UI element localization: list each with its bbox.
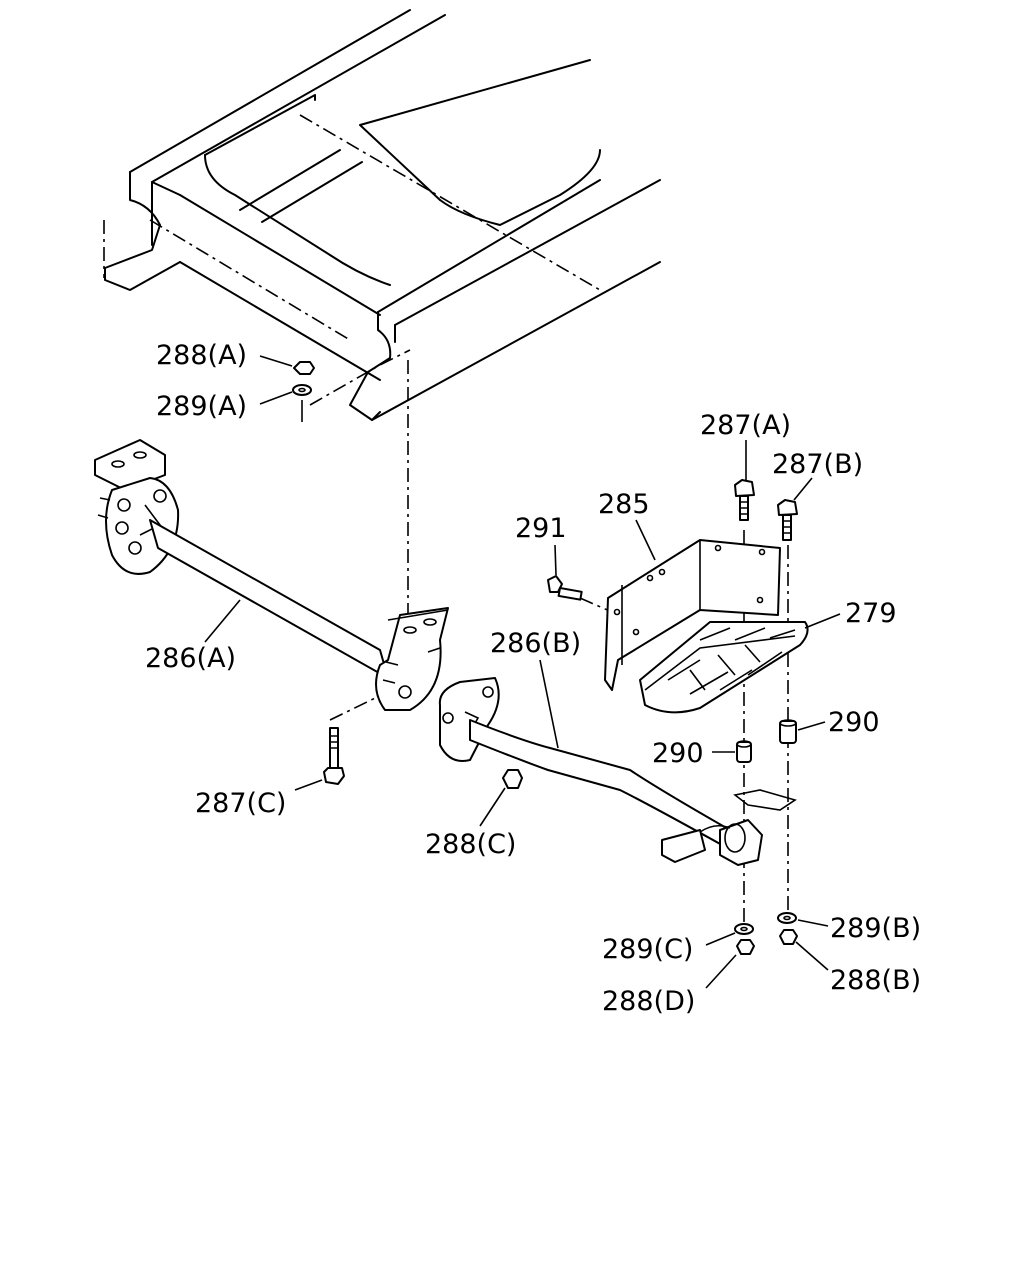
step-bracket-286a [94,439,449,711]
leader-lines [204,355,841,989]
label-289b: 289(B) [830,913,921,944]
nut-288b [779,929,798,945]
label-287c: 287(C) [195,788,286,819]
bolt-291 [547,575,583,601]
step-bracket-286b [438,677,797,866]
label-287b: 287(B) [772,449,863,480]
bolt-287a [734,479,755,521]
label-286b: 286(B) [490,628,581,659]
label-288c: 288(C) [425,829,516,860]
label-286a: 286(A) [145,643,236,674]
bolt-287b [777,499,798,541]
label-290-left: 290 [652,738,704,769]
label-285: 285 [598,489,650,520]
nut-288a [293,361,315,375]
spacer-290-right [779,719,797,744]
nut-288d [736,939,755,955]
label-290-right: 290 [828,707,880,738]
washer-289c [734,923,754,935]
chassis-frame [103,9,661,422]
label-279: 279 [845,598,897,629]
label-291: 291 [515,513,567,544]
bolt-287c [323,727,345,785]
washer-289a [292,384,312,396]
step-tread-279 [639,621,809,714]
label-289a: 289(A) [156,391,247,422]
spacer-290-left [736,740,752,763]
label-289c: 289(C) [602,934,693,965]
step-bracket-285 [604,539,781,691]
washer-289b [777,912,797,924]
label-288d: 288(D) [602,986,695,1017]
nut-288c [502,769,523,789]
label-288a: 288(A) [156,340,247,371]
label-288b: 288(B) [830,965,921,996]
label-287a: 287(A) [700,410,791,441]
